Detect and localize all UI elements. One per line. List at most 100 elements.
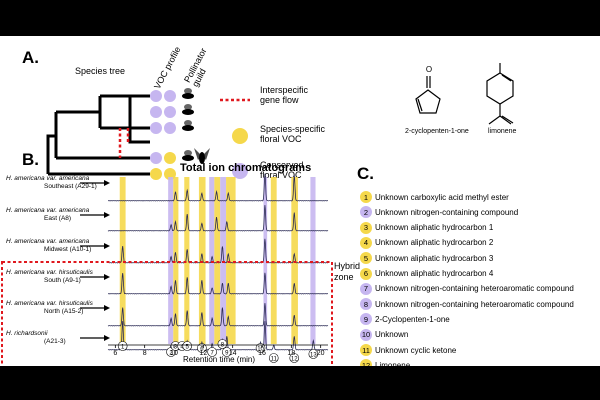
sample-arrowhead-2 (104, 212, 110, 218)
peak-marker-8 (217, 339, 228, 349)
sample-id-3: Midwest (A10-1) (44, 246, 92, 253)
bee-icon (182, 88, 194, 161)
sample-id-1: Southeast (A29-1) (44, 183, 97, 190)
compound-name: Unknown nitrogen-containing heteroaromat… (375, 284, 574, 294)
compound-name: Unknown nitrogen-containing heteroaromat… (375, 299, 574, 309)
highlight-band-8 (220, 177, 227, 344)
peak-number-3: 3 (174, 345, 178, 351)
highlight-band-9 (226, 177, 236, 344)
sample-id-4: South (A9-1) (44, 277, 81, 284)
compound-number-badge: 12 (360, 359, 372, 366)
conserved-legend-dot (232, 163, 248, 179)
compound-number-badge: 8 (360, 298, 372, 311)
peak-marker-5 (182, 341, 192, 351)
x-tick-label-20: 20 (317, 350, 325, 357)
compound-1-name: 2-cyclopenten-1-one (405, 128, 469, 135)
compound-2-name: limonene (488, 128, 517, 135)
chart-title: Total ion chromatograms (180, 162, 312, 174)
hybrid-zone-label-1: Hybrid (334, 261, 361, 271)
species-specific-label-1: Species-specific (260, 124, 326, 134)
species-specific-label-2: floral VOC (260, 134, 302, 144)
conserved-label-2: floral VOC (260, 170, 302, 180)
sample-name-1: H. americana var. americana (6, 175, 90, 182)
sample-name-6: H. richardsonii (6, 330, 48, 337)
peak-number-4: 4 (180, 345, 184, 351)
panel-b-letter: B. (22, 150, 39, 169)
compound-number-badge: 11 (360, 344, 372, 356)
peak-number-5: 5 (186, 345, 190, 351)
hybrid-zone-label-2: zone (334, 272, 354, 282)
peak-marker-10 (255, 343, 266, 353)
peak-number-9: 9 (225, 351, 229, 357)
sample-name-3: H. americana var. americana (6, 238, 90, 245)
sample-name-2: H. americana var. americana (6, 207, 90, 214)
compound-number-badge: 6 (360, 267, 372, 280)
peak-number-7: 7 (210, 351, 214, 357)
figure: A. Species tree VOC profile Pollinator g… (0, 36, 600, 366)
x-tick-label-12: 12 (199, 350, 207, 357)
compound-name: Limonene (375, 360, 411, 366)
tree-branches (46, 94, 150, 176)
gene-flow-label-2: gene flow (260, 95, 299, 105)
sample-id-2: East (A8) (44, 215, 72, 222)
highlight-band-11 (270, 177, 277, 344)
compound-number-badge: 4 (360, 236, 372, 249)
peak-marker-11 (268, 353, 279, 363)
chromatogram-trace-4 (108, 272, 328, 295)
compound-number-badge: 1 (360, 191, 372, 203)
chromatogram-trace-5 (107, 303, 329, 327)
peak-marker-12 (289, 353, 300, 363)
peak-number-8: 8 (221, 343, 225, 349)
sample-id-6: (A21-3) (44, 338, 66, 345)
panel-a-letter: A. (22, 48, 39, 67)
chemical-structures: O (415, 63, 514, 125)
compound-number-badge: 10 (360, 328, 372, 341)
chromatogram-trace-1 (108, 173, 328, 202)
peak-marker-6 (197, 343, 207, 353)
peak-number-11: 11 (271, 357, 278, 363)
highlight-band-3 (173, 177, 179, 344)
compound-number-badge: 3 (360, 221, 372, 234)
species-specific-legend-dot (232, 128, 248, 144)
x-tick-label-18: 18 (287, 350, 295, 357)
x-tick-label-10: 10 (170, 350, 178, 357)
conserved-label-1: Conserved (260, 160, 304, 170)
sample-arrowhead-6 (104, 335, 110, 341)
peak-number-1: 1 (121, 345, 125, 351)
sample-arrowhead-1 (104, 180, 110, 186)
compound-number-badge: 5 (360, 252, 372, 265)
compound-name: Unknown aliphatic hydrocarbon 1 (375, 223, 494, 233)
peak-number-12: 12 (291, 357, 298, 363)
peak-marker-1 (117, 341, 128, 351)
peak-number-2: 2 (169, 351, 173, 357)
compound-name: Unknown carboxylic acid methyl ester (375, 192, 509, 202)
x-tick-label-6: 6 (113, 350, 117, 357)
gene-flow-label-1: Interspecific (260, 85, 309, 95)
peak-marker-13 (308, 349, 319, 359)
compound-name: Unknown aliphatic hydrocarbon 2 (375, 238, 494, 248)
fly-icon (194, 148, 210, 164)
peak-marker-7 (207, 347, 217, 357)
gene-flow-legend-icon (220, 98, 250, 102)
hybrid-zone-box (1, 261, 333, 366)
highlight-band-12 (291, 177, 298, 344)
compound-name: Unknown aliphatic hydrocarbon 4 (375, 269, 494, 278)
peak-number-13: 13 (310, 353, 317, 359)
sample-arrowhead-5 (104, 305, 110, 311)
highlight-band-13 (310, 177, 316, 344)
sample-name-5: H. americana var. hirsuticaulis (6, 300, 93, 307)
x-tick-label-14: 14 (229, 350, 237, 357)
svg-text:O: O (426, 65, 432, 74)
sample-arrowhead-4 (104, 274, 110, 280)
compound-number-badge: 7 (360, 282, 372, 295)
